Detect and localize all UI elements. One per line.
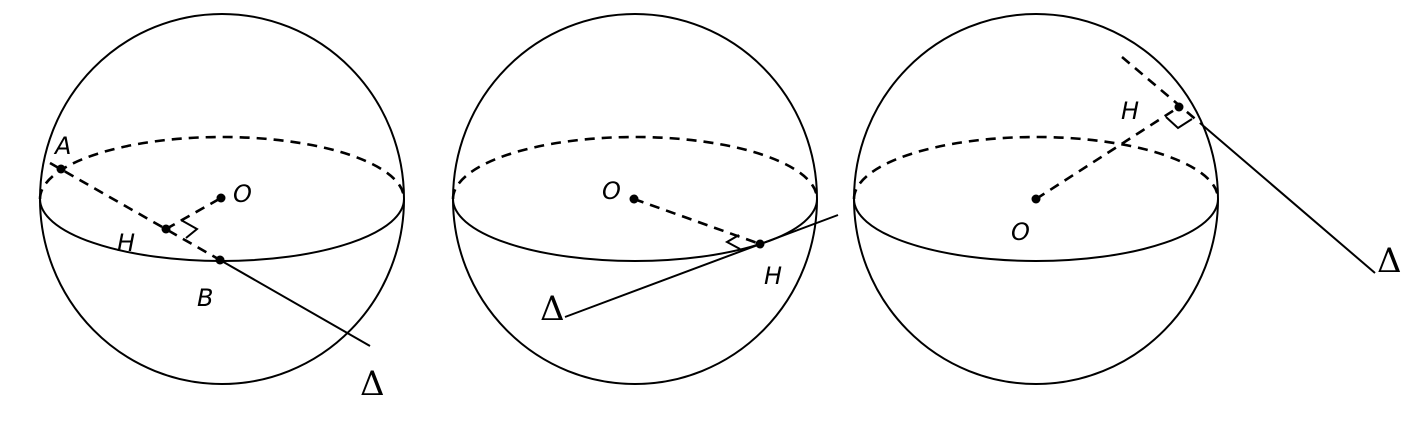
segment-oh xyxy=(165,196,222,231)
sphere-figure-1: A O H B Δ xyxy=(38,13,406,404)
right-angle-marker xyxy=(724,234,741,250)
label-delta: Δ xyxy=(360,364,385,404)
label-b: B xyxy=(197,284,213,312)
right-angle-marker xyxy=(180,219,199,239)
label-delta: Δ xyxy=(540,289,565,329)
point-a xyxy=(56,164,66,174)
label-h: H xyxy=(764,262,782,290)
equator-back xyxy=(451,135,819,200)
label-o: O xyxy=(1011,218,1030,246)
point-h xyxy=(1174,102,1184,112)
line-delta xyxy=(219,259,371,347)
equator-front xyxy=(452,198,818,262)
sphere-figure-2: O H Δ xyxy=(451,13,839,385)
equator-front xyxy=(39,198,405,262)
line-delta xyxy=(1199,122,1376,274)
segment-oh xyxy=(1035,105,1180,201)
equator-back xyxy=(852,135,1220,200)
point-o xyxy=(629,194,639,204)
label-o: O xyxy=(602,177,621,205)
point-h xyxy=(161,224,171,234)
line-delta-hidden xyxy=(1121,56,1201,124)
point-h xyxy=(755,239,765,249)
line-delta xyxy=(564,214,839,318)
segment-oh xyxy=(633,197,761,246)
point-o xyxy=(1031,194,1041,204)
label-delta: Δ xyxy=(1377,241,1402,281)
label-o: O xyxy=(233,180,252,208)
label-h: H xyxy=(1121,97,1139,125)
point-b xyxy=(215,255,225,265)
sphere-figure-3: H O Δ xyxy=(852,13,1402,385)
equator-front xyxy=(853,198,1219,262)
right-angle-marker xyxy=(1165,116,1193,130)
label-h: H xyxy=(117,229,135,257)
point-o xyxy=(216,193,226,203)
label-a: A xyxy=(53,132,71,160)
